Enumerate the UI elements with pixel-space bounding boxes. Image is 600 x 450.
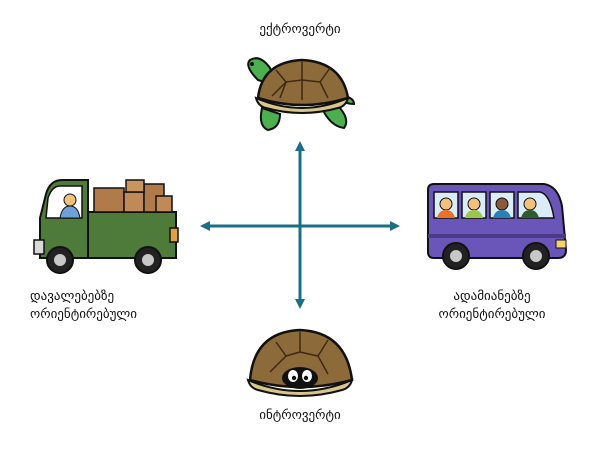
label-right-line1: ადამიანებზე: [453, 289, 530, 304]
label-left-line2: ორიენტირებული: [30, 307, 137, 322]
label-bottom: ინტროვერტი: [259, 408, 341, 423]
pickup-truck-with-boxes-icon: [33, 179, 179, 274]
label-top: ექტროვერტი: [259, 22, 340, 37]
axes: [200, 141, 400, 309]
label-right-line2: ორიენტირებული: [439, 307, 546, 322]
turtle-hiding-in-shell-icon: [246, 328, 354, 397]
bus-with-people-icon: [427, 183, 568, 270]
label-left-line1: დავალებებზე: [30, 289, 114, 304]
turtle-walking-icon: [247, 57, 356, 132]
